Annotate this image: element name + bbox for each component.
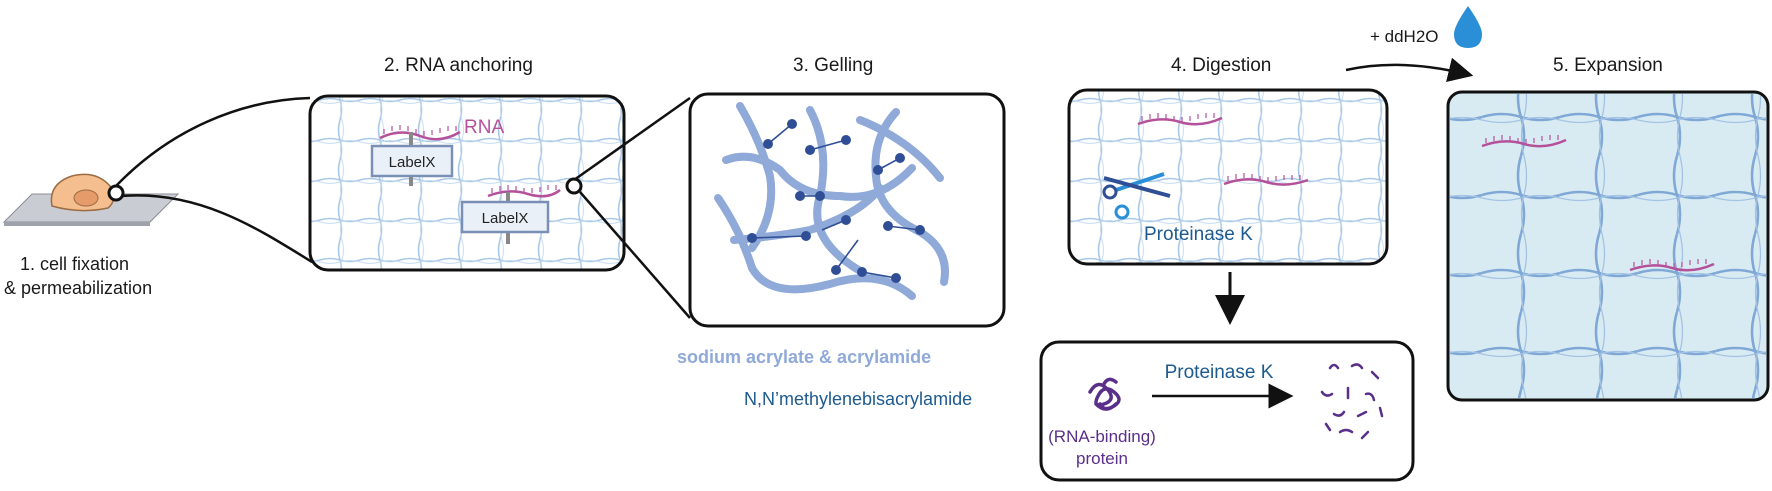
nucleus-icon (73, 189, 99, 207)
protein-label-line2: protein (1076, 449, 1128, 468)
protein-label-line1: (RNA-binding) (1048, 427, 1156, 446)
step2-title: 2. RNA anchoring (384, 55, 533, 76)
zoom-origin-icon (107, 184, 125, 202)
rna-strand (1481, 138, 1567, 148)
step4-title: 4. Digestion (1171, 55, 1271, 76)
water-label: + ddH2O (1370, 27, 1439, 46)
rna-strand (487, 189, 561, 198)
legend-crosslinker: N,N’methylenebisacrylamide (744, 389, 972, 409)
enzyme-label: Proteinase K (1144, 224, 1253, 245)
step1-cell-slide (2, 173, 180, 226)
labelx-box (460, 200, 550, 234)
protein-icon (1088, 377, 1121, 411)
zoom-line-lower (121, 194, 313, 264)
digestion-detail-panel: (RNA-binding) protein Proteinase K (1039, 340, 1415, 482)
labelx-label: LabelX (482, 210, 529, 227)
rna-fragment (1137, 116, 1223, 126)
labelx-label: LabelX (389, 154, 436, 171)
rna-strand (1629, 262, 1715, 272)
step1-label-line1: 1. cell fixation (20, 254, 129, 274)
rna-strand (379, 130, 461, 141)
step3-title: 3. Gelling (793, 55, 873, 76)
scissors-icon (1102, 172, 1171, 220)
detail-enzyme-label: Proteinase K (1165, 362, 1274, 383)
step3-panel (688, 92, 1006, 328)
zoom-line-upper (573, 96, 691, 182)
zoom-origin-icon (565, 177, 583, 195)
legend-monomer: sodium acrylate & acrylamide (677, 347, 931, 367)
step1-label-line2: & permeabilization (4, 278, 152, 298)
crosslink-nodes (747, 119, 925, 283)
water-drop-icon (1454, 6, 1482, 48)
rna-fragment (1223, 178, 1309, 186)
zoom-line-lower (579, 191, 691, 319)
water-arrow (1345, 57, 1474, 83)
step5-panel (1446, 90, 1770, 402)
step4-panel: Proteinase K (1067, 88, 1389, 266)
peptide-fragments-icon (1320, 363, 1384, 440)
labelx-box (370, 144, 454, 178)
zoom-line-upper (115, 96, 311, 187)
step5-title: 5. Expansion (1553, 55, 1663, 76)
step2-panel: RNA LabelX LabelX (308, 94, 626, 272)
rna-label: RNA (464, 117, 504, 138)
